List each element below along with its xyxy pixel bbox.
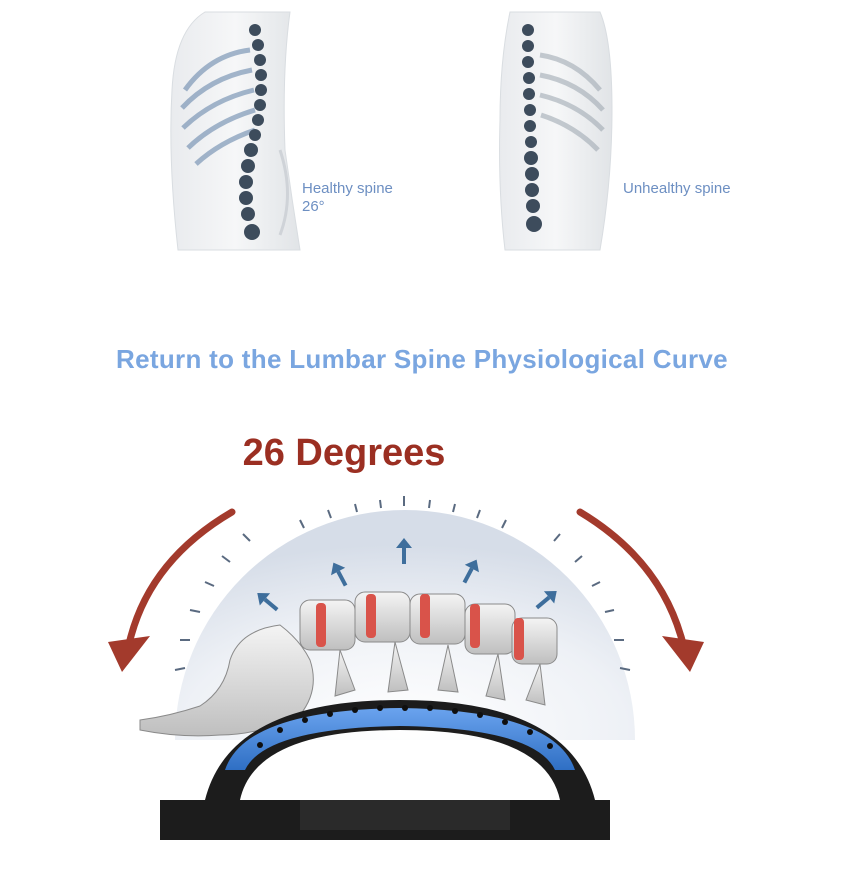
intervertebral-discs (316, 594, 524, 660)
healthy-spine-illustration (170, 11, 301, 251)
expand-arrows (257, 538, 557, 612)
rotate-right-arrow-icon (576, 508, 704, 672)
degrees-title: 26 Degrees (242, 432, 446, 474)
healthy-spine-label: Healthy spine 26° (302, 180, 393, 216)
spine-comparison-illustration (170, 11, 613, 251)
expand-arrow-icon (331, 562, 348, 587)
expand-arrow-icon (535, 591, 557, 610)
unhealthy-spine-label: Unhealthy spine (623, 180, 731, 198)
expand-arrow-icon (396, 538, 412, 564)
headline: Return to the Lumbar Spine Physiological… (116, 344, 728, 374)
rotate-left-arrow-icon (108, 508, 236, 672)
unhealthy-label-text: Unhealthy spine (623, 180, 731, 197)
lumbar-vertebrae-illustration (139, 591, 558, 737)
angle-tick-marks (174, 496, 631, 671)
healthy-angle-text: 26° (302, 198, 325, 215)
healthy-label-text: Healthy spine (302, 180, 393, 197)
back-stretcher-device (160, 700, 610, 840)
expand-arrow-icon (462, 559, 479, 584)
unhealthy-spine-illustration (499, 11, 613, 251)
expand-arrow-icon (257, 593, 279, 612)
